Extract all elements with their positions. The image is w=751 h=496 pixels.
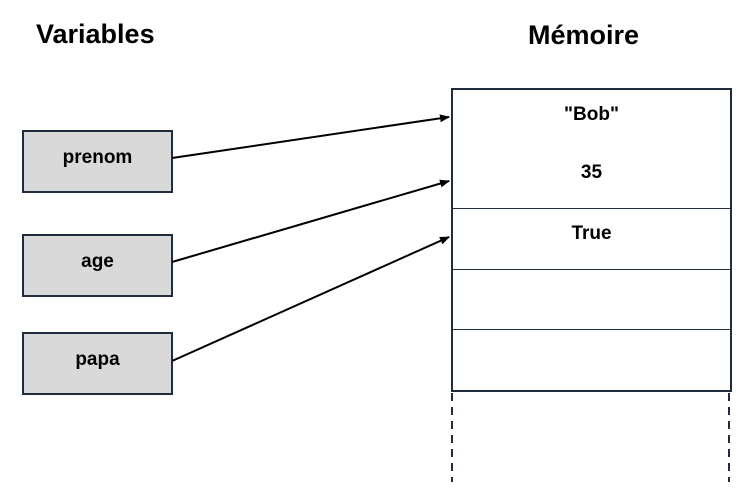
pointer-arrow-age — [171, 179, 450, 263]
memory-cell: 35 — [451, 148, 732, 210]
memory-cell: True — [451, 209, 732, 271]
variables-heading: Variables — [36, 19, 155, 49]
memory-cell-value: 35 — [580, 162, 603, 183]
pointer-arrow-prenom — [171, 114, 450, 159]
variable-label: age — [81, 251, 114, 272]
memory-heading: Mémoire — [528, 20, 640, 50]
variable-label: prenom — [62, 147, 133, 168]
memory-cell-value: True — [571, 223, 612, 244]
memory-cell — [451, 330, 732, 392]
variable-box-prenom: prenom — [22, 130, 173, 193]
memory-cell — [451, 270, 732, 331]
variable-box-papa: papa — [22, 332, 173, 395]
memory-cell-value: "Bob" — [564, 104, 619, 125]
variable-label: papa — [75, 349, 120, 370]
memory-cell: "Bob" — [451, 88, 732, 151]
pointer-arrow-papa — [171, 236, 450, 362]
variable-box-age: age — [22, 234, 173, 297]
